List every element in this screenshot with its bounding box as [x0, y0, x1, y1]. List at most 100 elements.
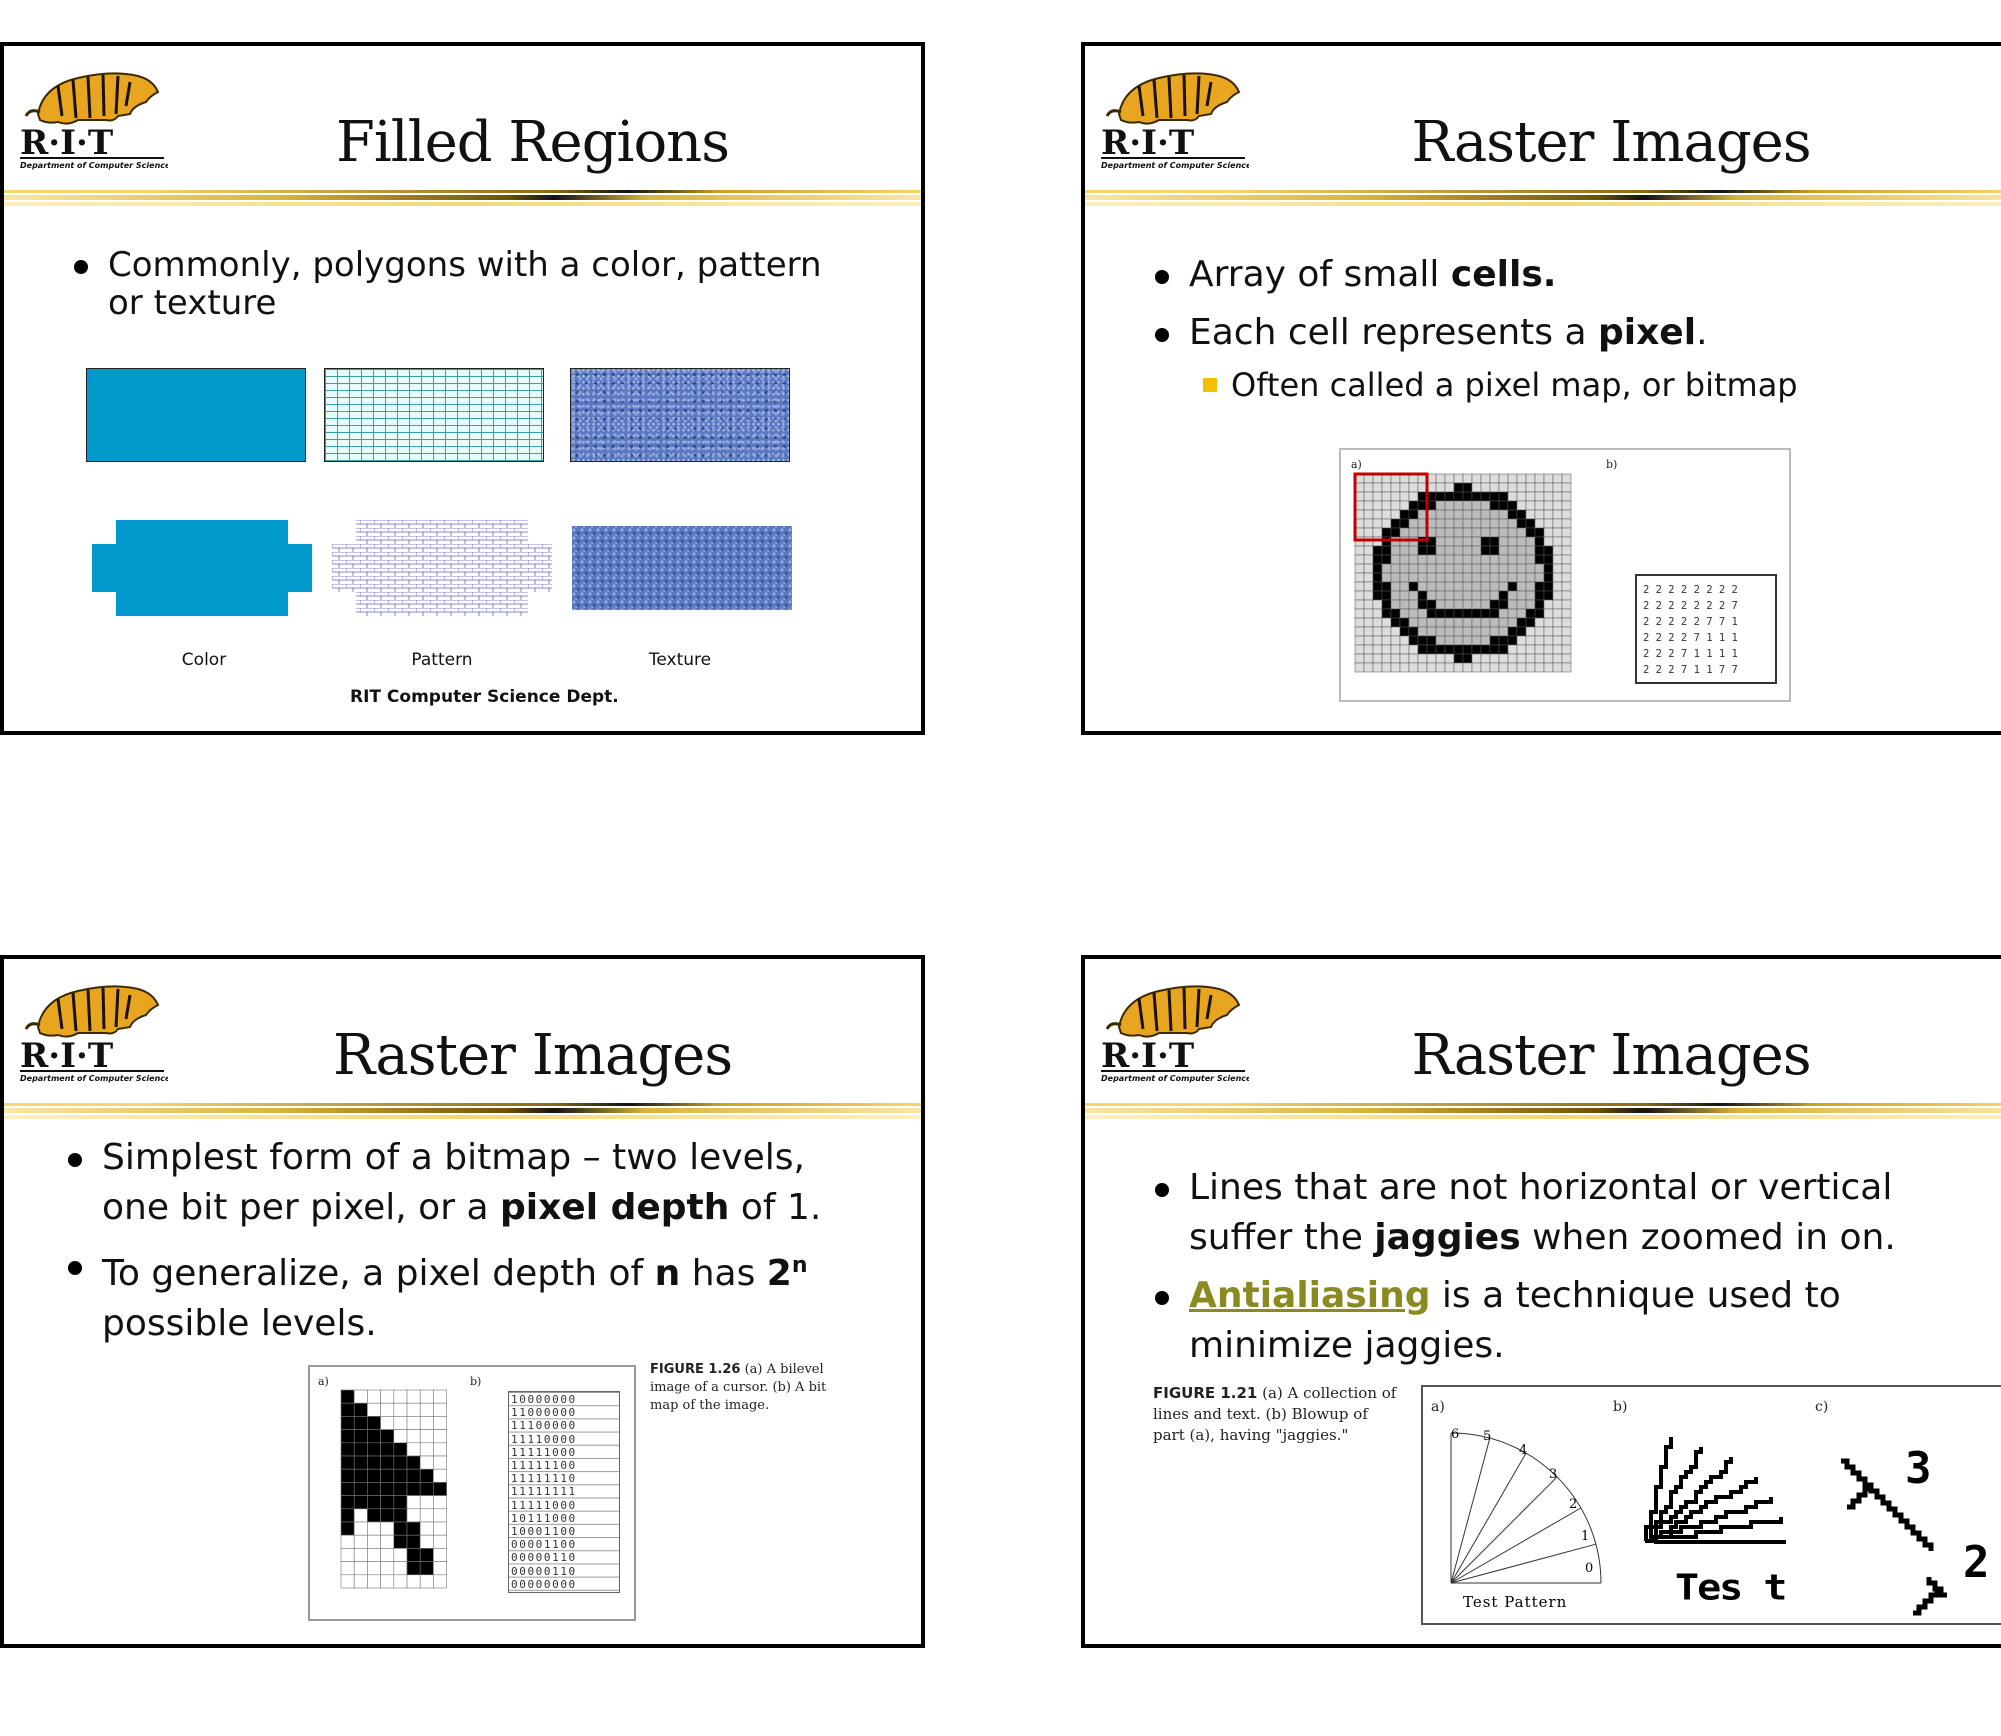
pixel-cell [380, 1442, 395, 1457]
pixel-cell [1453, 545, 1464, 556]
pixel-cell [1516, 635, 1527, 646]
pixel-cell [353, 1416, 368, 1430]
pixel-cell [1489, 473, 1500, 484]
pixel-cell [1552, 653, 1563, 664]
pixel-cell [340, 1482, 355, 1496]
pixel-cell [1534, 653, 1545, 664]
pixel-cell [1498, 626, 1509, 637]
pixel-cell [406, 1429, 421, 1444]
pixel-cell [340, 1442, 355, 1457]
pixel-cell [1507, 536, 1518, 547]
pixel-cell [1381, 653, 1392, 664]
pixel-cell [1507, 518, 1518, 529]
bullet: Commonly, polygons with a color, pattern… [74, 246, 848, 322]
pixel-cell [1507, 509, 1518, 520]
antialiasing-link[interactable]: Antialiasing [1189, 1275, 1431, 1316]
pixel-cell [1381, 617, 1392, 628]
pixel-cell [367, 1482, 381, 1496]
bullet-text: has [680, 1253, 767, 1294]
fan-line [1450, 1437, 1491, 1584]
pixel-cell [1399, 581, 1410, 592]
pixel-cell [1525, 536, 1536, 547]
pixel-cell [1390, 491, 1401, 502]
blowup-row: 2 2 2 7 1 1 7 7 [1643, 664, 1738, 676]
pixel-cell [1399, 617, 1410, 628]
pixel-cell [367, 1468, 381, 1483]
pixel-cell [1408, 599, 1419, 610]
pixel-cell [1516, 653, 1527, 664]
pixel-cell [1399, 590, 1410, 601]
pixel-cell [1480, 563, 1491, 574]
pixel-cell [380, 1416, 395, 1430]
pixel-cell [1381, 599, 1392, 610]
pixel-cell [1408, 563, 1419, 574]
logo-text: R·I·T [1101, 1036, 1194, 1076]
sub-bullet: Often called a pixel map, or bitmap [1203, 366, 1931, 404]
figure-caption-text: (a) A collection of lines and text. (b) … [1153, 1384, 1397, 1444]
pixel-cell [1507, 626, 1518, 637]
pixel-cell [1561, 581, 1572, 592]
pixel-cell [1507, 527, 1518, 538]
pixel-cell [1444, 473, 1455, 484]
pixel-cell [1381, 608, 1392, 619]
pixel-cell [1390, 527, 1401, 538]
pixel-cell [393, 1455, 408, 1470]
pixel-cell [1507, 554, 1518, 565]
pixel-cell [1372, 509, 1383, 520]
pixel-cell [1462, 500, 1473, 511]
pixel-cell [1498, 491, 1509, 502]
pixel-cell [1507, 473, 1518, 484]
pixel-cell [353, 1534, 368, 1549]
bullet-bold: 2 [766, 1253, 792, 1294]
pixel-cell [1444, 581, 1455, 592]
pixel-cell [1471, 653, 1482, 664]
bit-row: 10001100 [511, 1525, 577, 1539]
pixel-cell [1435, 491, 1446, 502]
pixel-cell [1354, 635, 1365, 646]
pixel-cell [1525, 626, 1536, 637]
pixel-cell [1543, 599, 1554, 610]
pixel-cell [1462, 518, 1473, 529]
logo-subtext: Department of Computer Science [20, 161, 168, 170]
pixel-cell [1552, 500, 1563, 511]
pixel-cell [1444, 491, 1455, 502]
pixel-cell [393, 1429, 408, 1444]
bit-row: 11111000 [511, 1445, 577, 1459]
pixel-cell [340, 1548, 355, 1562]
pixel-cell [1480, 518, 1491, 529]
bit-row: 11110000 [511, 1432, 577, 1446]
pixel-cell [380, 1455, 395, 1470]
pixel-cell [1534, 545, 1545, 556]
pixel-cell [1498, 527, 1509, 538]
pixel-cell [1390, 590, 1401, 601]
pixel-cell [1471, 608, 1482, 619]
pixel-cell [1363, 626, 1374, 637]
pixel-cell [1444, 500, 1455, 511]
pixel-cell [1498, 554, 1509, 565]
pixel-cell [1381, 581, 1392, 592]
pixel-cell [1480, 482, 1491, 493]
pixel-cell [1354, 590, 1365, 601]
pixel-cell [1561, 473, 1572, 484]
pixel-cell [1381, 491, 1392, 502]
pixel-cell [1390, 635, 1401, 646]
pixel-cell [419, 1442, 434, 1457]
pixel-cell [1399, 500, 1410, 511]
pixel-cell [1543, 491, 1554, 502]
bit-row: 11111100 [511, 1459, 577, 1473]
pixel-cell [1489, 599, 1500, 610]
pixel-cell [1480, 590, 1491, 601]
title-rule [1085, 1103, 2001, 1119]
pixel-cell [340, 1534, 355, 1549]
pixel-cell [1543, 518, 1554, 529]
pixel-cell [1552, 473, 1563, 484]
pixel-cell [1444, 635, 1455, 646]
pixel-cell [1462, 563, 1473, 574]
pixel-cell [1453, 536, 1464, 547]
pixel-cell [393, 1548, 408, 1562]
figure-caption: FIGURE 1.26 (a) A bilevel image of a cur… [650, 1361, 850, 1415]
pixel-cell [1507, 653, 1518, 664]
pixel-cell [1543, 482, 1554, 493]
fan-tick-3: 3 [1549, 1467, 1558, 1482]
pixel-cell [1498, 482, 1509, 493]
